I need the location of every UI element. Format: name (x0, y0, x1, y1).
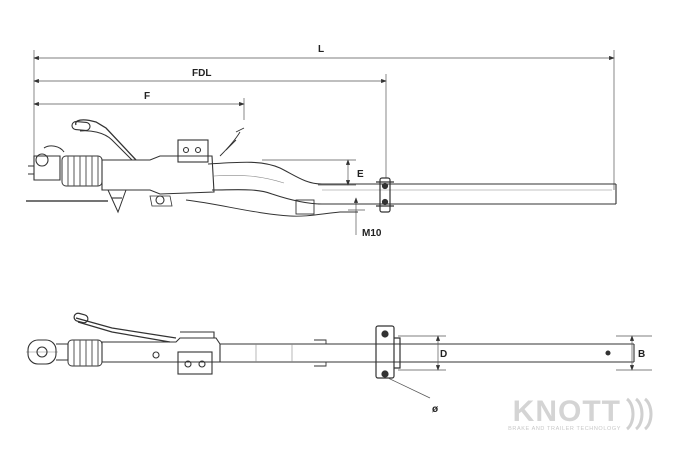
logo-tagline: BRAKE AND TRAILER TECHNOLOGY (508, 426, 621, 432)
bellows-top (67, 339, 103, 367)
dimension-lines-top (387, 335, 652, 399)
drawbar-tube-side (318, 183, 617, 205)
bellows (61, 155, 103, 187)
label-m10: M10 (362, 228, 382, 239)
clamp-top (375, 325, 401, 379)
logo-wordmark: KNOTT (512, 395, 621, 428)
side-view (26, 50, 617, 235)
overrun-housing (101, 139, 215, 214)
label-f: F (144, 91, 150, 102)
brand-logo: KNOTT BRAKE AND TRAILER TECHNOLOGY (489, 395, 659, 435)
cranked-section (207, 161, 323, 205)
drawbar-tube-top (220, 339, 635, 367)
brake-cable (185, 127, 358, 217)
top-view (26, 312, 652, 399)
clamp-bracket (376, 177, 394, 213)
label-b: B (638, 349, 645, 360)
dimension-lines (33, 50, 615, 235)
label-l: L (318, 44, 324, 55)
handle-top (73, 312, 177, 343)
coupling-head (28, 119, 137, 181)
logo-arcs-icon (625, 397, 653, 431)
label-fdl: FDL (192, 68, 211, 79)
label-d: D (440, 349, 447, 360)
label-e: E (357, 169, 364, 180)
housing-top (101, 331, 221, 375)
label-diameter: ø (432, 404, 439, 415)
